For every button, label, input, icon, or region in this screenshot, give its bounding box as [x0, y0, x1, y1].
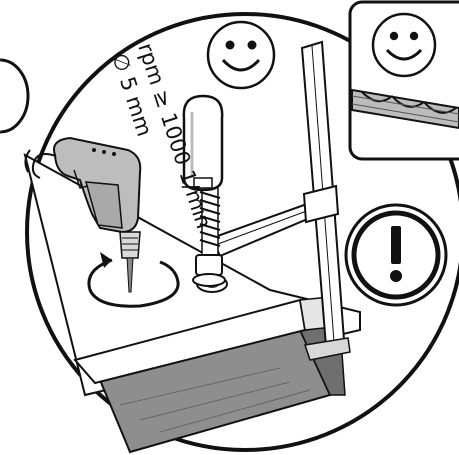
inset-drill-bit-panel [350, 2, 459, 159]
exclamation-icon [346, 205, 446, 305]
left-partial-circle [0, 60, 28, 132]
inset-smiley-face-icon [373, 14, 435, 76]
smiley-face-icon [208, 22, 274, 88]
